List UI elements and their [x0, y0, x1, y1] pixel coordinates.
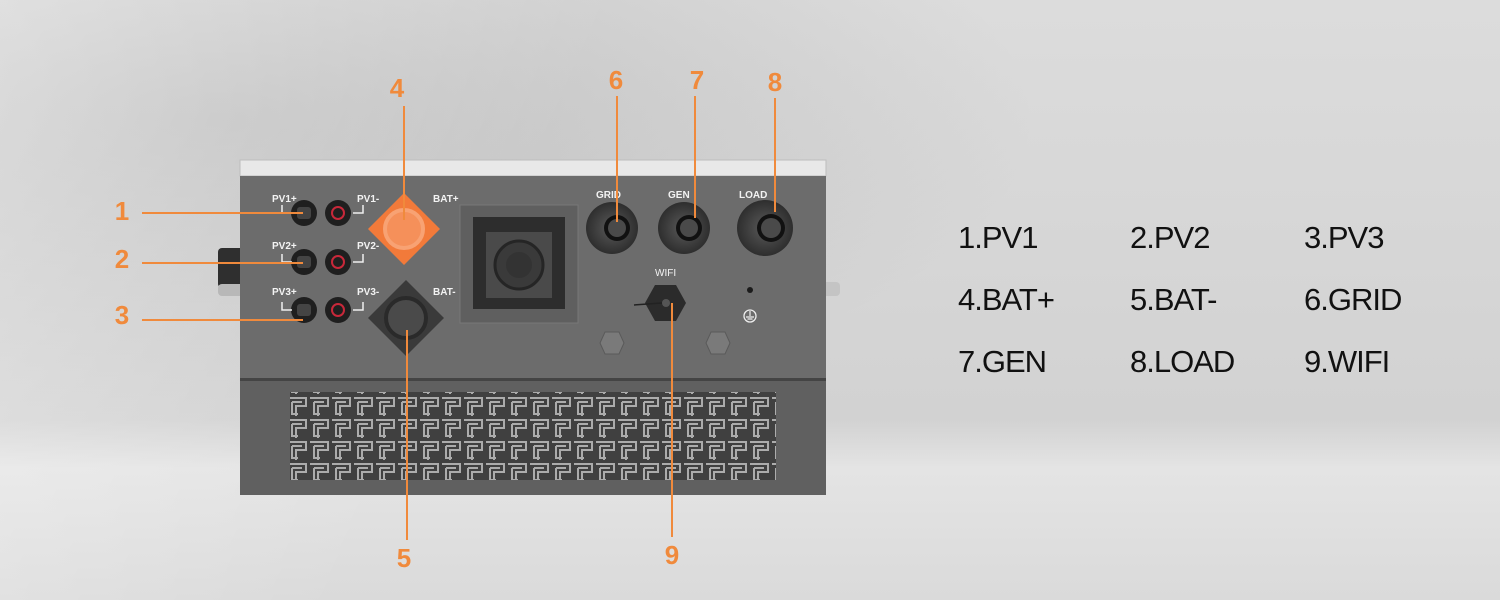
vent-grille — [290, 392, 776, 480]
hex-plug-left — [599, 331, 625, 355]
callout-lines — [142, 96, 776, 540]
label-pv3-plus: PV3+ — [272, 287, 297, 298]
label-bat-plus: BAT+ — [433, 194, 459, 205]
callout-8: 8 — [768, 67, 782, 97]
bat-plus-connector — [368, 193, 440, 265]
legend-item: 7.GEN — [958, 344, 1047, 379]
grid-port — [586, 202, 638, 254]
left-handle — [218, 248, 244, 288]
callout-9: 9 — [665, 540, 679, 570]
label-bat-minus: BAT- — [433, 287, 456, 298]
callout-3: 3 — [115, 300, 129, 330]
legend-item: 4.BAT+ — [958, 282, 1055, 317]
legend-item: 2.PV2 — [1130, 220, 1210, 255]
label-pv1-plus: PV1+ — [272, 194, 297, 205]
indicator-hole — [747, 287, 753, 293]
callout-6: 6 — [609, 65, 623, 95]
legend-item: 9.WIFI — [1304, 344, 1390, 379]
legend-item: 5.BAT- — [1130, 282, 1217, 317]
label-pv1-minus: PV1- — [357, 194, 379, 205]
callout-7: 7 — [690, 65, 704, 95]
label-pv2-plus: PV2+ — [272, 241, 297, 252]
legend-item: 8.LOAD — [1130, 344, 1235, 379]
wifi-port — [633, 285, 686, 321]
right-handle — [822, 282, 840, 296]
callout-2: 2 — [115, 244, 129, 274]
gen-port — [658, 202, 710, 254]
label-gen: GEN — [668, 190, 690, 201]
port-legend: 1.PV1 2.PV2 3.PV3 4.BAT+ 5.BAT- 6.GRID 7… — [958, 220, 1438, 380]
cable-gland-box — [459, 204, 579, 324]
label-wifi: WIFI — [655, 268, 676, 279]
label-load: LOAD — [739, 190, 767, 201]
label-pv2-minus: PV2- — [357, 241, 379, 252]
bat-minus-connector — [368, 280, 444, 356]
legend-item: 6.GRID — [1304, 282, 1402, 317]
callout-4: 4 — [390, 73, 405, 103]
legend-item: 3.PV3 — [1304, 220, 1384, 255]
legend-item: 1.PV1 — [958, 220, 1038, 255]
callout-1: 1 — [115, 196, 129, 226]
ground-icon — [743, 309, 757, 323]
hex-plug-right — [705, 331, 731, 355]
label-pv3-minus: PV3- — [357, 287, 379, 298]
load-port — [737, 200, 793, 256]
label-grid: GRID — [596, 190, 621, 201]
callout-5: 5 — [397, 543, 411, 573]
